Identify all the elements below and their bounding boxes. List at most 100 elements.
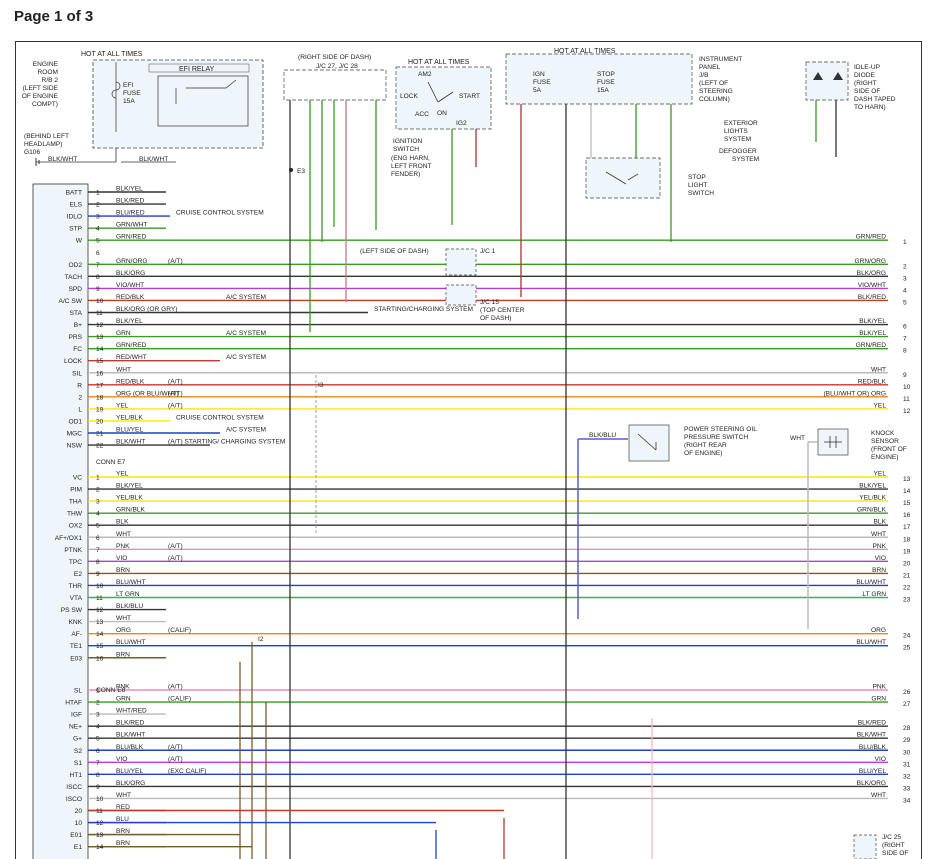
ecm-pin-label: 2 — [78, 394, 82, 401]
jc25-l2: (RIGHT — [882, 842, 905, 849]
wire-color-label: BLK/RED — [116, 198, 144, 205]
wire-color-label: BLK/ORG — [116, 780, 145, 787]
ecm-pin-label: SL — [74, 688, 82, 695]
wire-right-label: PNK — [872, 543, 886, 550]
wire-note: (A/T) — [168, 390, 183, 397]
idle-l5: DASH TAPED — [854, 96, 896, 103]
pin-number: 20 — [96, 418, 104, 425]
pin-number: 10 — [96, 298, 104, 305]
ecm-pin-label: TACH — [65, 274, 83, 281]
defog-l1: DEFOGGER — [719, 148, 757, 155]
pin-number: 11 — [96, 595, 103, 602]
engine-room-l4: (LEFT SIDE — [23, 85, 59, 92]
jc15-l3: OF DASH) — [480, 315, 512, 322]
wire-color-label: WHT — [116, 531, 131, 538]
wire-number: 14 — [903, 488, 911, 495]
stop-switch-l1: STOP — [688, 174, 706, 181]
behind-left-l3: G106 — [24, 149, 40, 156]
knock-l4: ENGINE) — [871, 454, 898, 461]
ecm-pin-label: VC — [73, 475, 82, 482]
wire-number: 4 — [903, 287, 907, 294]
pin-number: 9 — [96, 286, 100, 293]
conn-e7-label: CONN E7 — [96, 459, 126, 466]
pin-number: 6 — [96, 250, 100, 257]
pin-number: 15 — [96, 643, 104, 650]
wire-number: 5 — [903, 299, 907, 306]
ecm-pin-label: S2 — [74, 748, 82, 755]
wire-color-label: ORG — [116, 627, 131, 634]
wire-number: 2 — [903, 263, 907, 270]
ign-fuse-l3: 5A — [533, 87, 542, 94]
pin-number: 11 — [96, 310, 103, 317]
engine-room-l1: ENGINE — [33, 61, 59, 68]
pin-number: 3 — [96, 499, 100, 506]
wire-number: 6 — [903, 324, 907, 331]
pin-number: 4 — [96, 226, 100, 233]
wire-color-label: BLK/YEL — [116, 483, 143, 490]
ext-l1: EXTERIOR — [724, 120, 758, 127]
wire-right-label: ORG — [871, 627, 886, 634]
ext-l2: LIGHTS — [724, 128, 748, 135]
wire-number: 30 — [903, 749, 911, 756]
pin-number: 1 — [96, 688, 100, 695]
jc1-l1: (LEFT SIDE OF DASH) — [360, 248, 429, 255]
ecm-pin-label: STA — [70, 310, 83, 317]
pin-number: 6 — [96, 748, 100, 755]
knock-l1: KNOCK — [871, 430, 895, 437]
wire-color-label: BLK/WHT — [116, 732, 145, 739]
ecm-pin-label: THW — [67, 511, 83, 518]
ecm-pin-label: G+ — [73, 736, 82, 743]
wire-right-label: GRN/RED — [856, 342, 887, 349]
ecm-pin-label: W — [76, 238, 83, 245]
wire-color-label: BLK/ORG — [116, 270, 145, 277]
wire-number: 1 — [903, 239, 907, 246]
pin-number: 4 — [96, 724, 100, 731]
wire-color-label: WHT/RED — [116, 708, 147, 715]
wire-number: 21 — [903, 572, 911, 579]
idle-up-diode-box — [805, 61, 849, 101]
pin-number: 1 — [96, 475, 100, 482]
pin-number: 11 — [96, 808, 103, 815]
wire-color-label: BLU/YEL — [116, 768, 143, 775]
ecm-pin-label: 20 — [75, 808, 83, 815]
wire-number: 18 — [903, 536, 911, 543]
pin-number: 7 — [96, 262, 100, 269]
wire-number: 15 — [903, 500, 911, 507]
wire-number: 29 — [903, 737, 911, 744]
wire-number: 7 — [903, 336, 907, 343]
wire-note: (A/T) — [168, 684, 183, 691]
wire-number: 26 — [903, 689, 911, 696]
engine-room-l6: COMPT) — [32, 101, 58, 108]
ecm-pin-label: FC — [73, 346, 82, 353]
jc-dash-l2: J/C 27, J/C 28 — [316, 63, 358, 70]
instr-l2: PANEL — [699, 64, 720, 71]
wire-color-label: WHT — [116, 366, 131, 373]
pin-number: 14 — [96, 346, 104, 353]
wire-note: (A/T) — [168, 402, 183, 409]
ecm-pin-label: AF+/OX1 — [55, 535, 83, 542]
wire-color-label: BLK/YEL — [116, 186, 143, 193]
wire-right-label: WHT — [871, 366, 886, 373]
pin-number: 1 — [96, 190, 100, 197]
wire-color-label: GRN/BLK — [116, 507, 146, 514]
wire-color-label: WHT — [116, 615, 131, 622]
wire-color-label: RED/BLK — [116, 378, 145, 385]
pin-number: 3 — [96, 214, 100, 221]
ecm-pin-label: PTNK — [64, 547, 82, 554]
pin-number: 2 — [96, 700, 100, 707]
ign-start: START — [459, 93, 480, 100]
engine-room-l2: ROOM — [37, 69, 58, 76]
stop-fuse-l3: 15A — [597, 87, 609, 94]
wire-color-label: VIO — [116, 756, 127, 763]
wire-note: A/C SYSTEM — [226, 330, 266, 337]
wire-right-label: YEL — [874, 471, 887, 478]
wire-right-label: BLK/YEL — [859, 330, 886, 337]
ign-lock: LOCK — [400, 93, 419, 100]
wire-right-label: BLU/WHT — [856, 639, 886, 646]
wire-color-label: BLK — [116, 519, 129, 526]
ecm-pin-label: R — [77, 382, 82, 389]
e3-label: E3 — [297, 168, 305, 175]
ecm-pin-label: HT1 — [70, 772, 83, 779]
wire-right-label: GRN/RED — [856, 234, 887, 241]
wire-note: STARTING/CHARGING SYSTEM — [374, 306, 473, 313]
